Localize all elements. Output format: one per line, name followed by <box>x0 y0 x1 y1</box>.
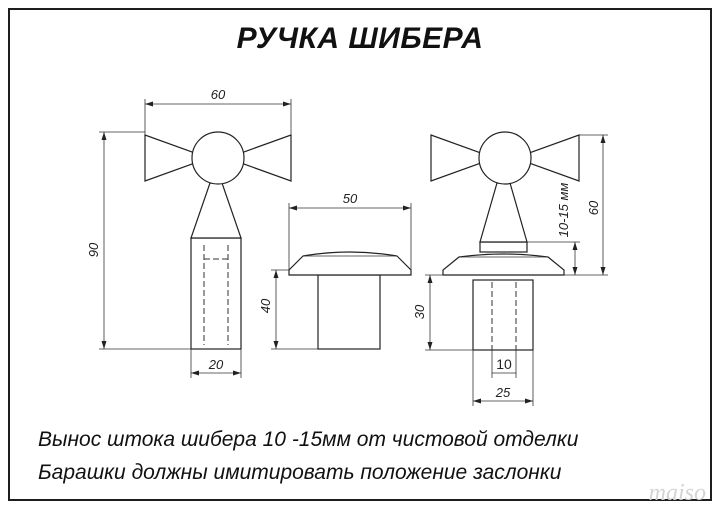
left-dim-60: 60 <box>211 87 226 102</box>
left-dim-90: 90 <box>86 242 101 257</box>
left-ball <box>191 131 245 185</box>
right-stem <box>472 279 534 351</box>
right-dim-10: 10 <box>496 356 512 372</box>
right-wing-r <box>528 134 580 182</box>
right-dim-30: 30 <box>412 304 427 319</box>
right-collar <box>479 241 528 253</box>
right-dim-10-15: 10-15 мм <box>556 183 571 238</box>
middle-flange <box>288 251 412 276</box>
right-dim-60: 60 <box>586 200 601 215</box>
drawing-title: РУЧКА ШИБЕРА <box>236 22 484 55</box>
watermark-logo: maiso <box>648 480 706 506</box>
right-cone <box>479 182 528 243</box>
note-line-1: Вынос штока шибера 10 -15мм от чистовой … <box>38 428 579 451</box>
left-dim-20: 20 <box>208 357 224 372</box>
note-line-2: Барашки должны имитировать положение зас… <box>38 461 562 484</box>
middle-view: 50 40 <box>258 191 412 350</box>
drawing-frame <box>8 8 712 501</box>
left-cone <box>190 182 242 239</box>
right-wing-l <box>430 134 482 182</box>
middle-dim-50: 50 <box>343 191 358 206</box>
right-ball <box>478 131 532 185</box>
middle-dim-40: 40 <box>258 298 273 313</box>
left-wing-l <box>144 134 196 182</box>
middle-stem <box>317 274 381 350</box>
left-view: 60 90 20 <box>86 87 292 378</box>
right-dim-25: 25 <box>495 385 511 400</box>
left-wing-r <box>240 134 292 182</box>
right-view: 60 10-15 мм 30 10 25 <box>412 131 608 406</box>
left-stem <box>190 237 242 350</box>
